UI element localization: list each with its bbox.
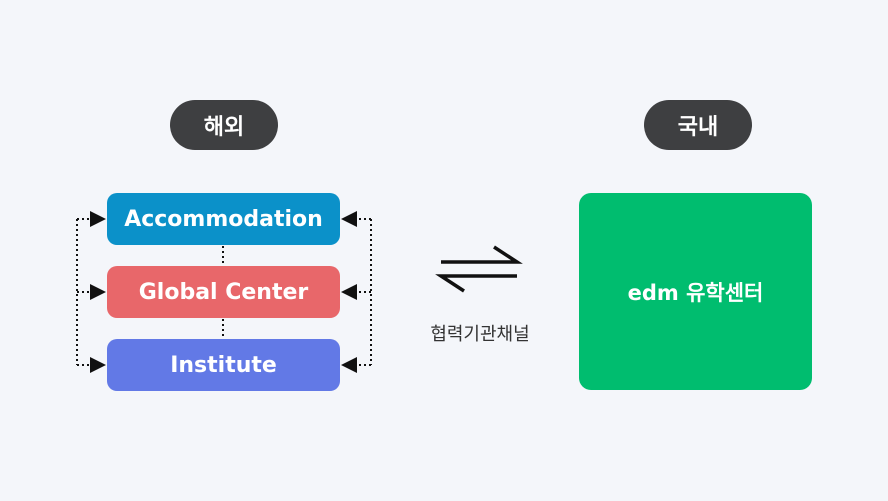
institute-box: Institute xyxy=(107,339,340,391)
edm-center-box: edm 유학센터 xyxy=(579,193,812,390)
domestic-title: 국내 xyxy=(644,100,752,150)
accommodation-box: Accommodation xyxy=(107,193,340,245)
overseas-title: 해외 xyxy=(170,100,278,150)
global-center-box: Global Center xyxy=(107,266,340,318)
channel-label: 협력기관채널 xyxy=(430,324,530,345)
exchange-arrows-icon xyxy=(435,245,523,293)
